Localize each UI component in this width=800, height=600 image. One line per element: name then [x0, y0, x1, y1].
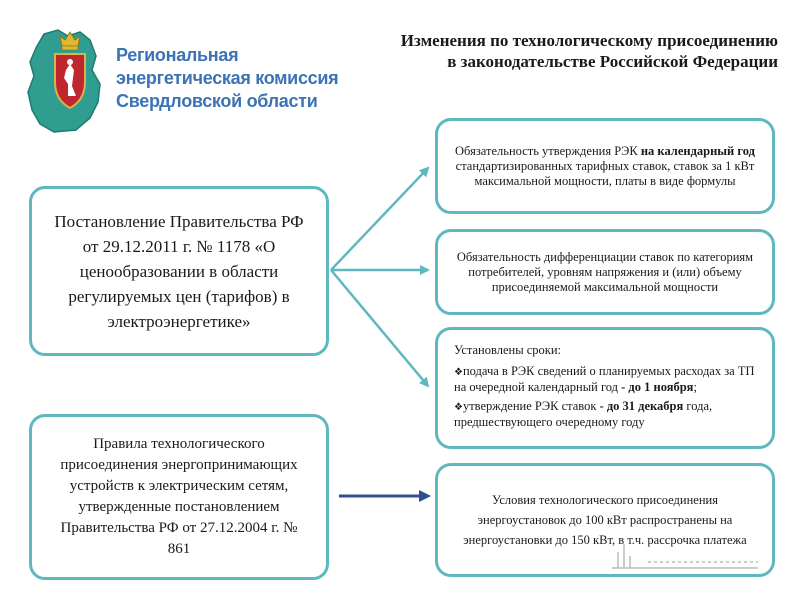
- org-line-1: Региональная: [116, 45, 239, 65]
- org-line-2: энергетическая комиссия: [116, 68, 339, 88]
- deadline-item-1-pre: подача в РЭК сведений о планируемых расх…: [454, 363, 755, 394]
- deadline-item-1: ❖подача в РЭК сведений о планируемых рас…: [454, 364, 756, 395]
- deadlines-box: Установлены сроки: ❖подача в РЭК сведени…: [435, 327, 775, 449]
- tariff-approval-text: Обязательность утверждения РЭК на календ…: [454, 144, 756, 189]
- deadline-item-1-post: ;: [693, 379, 697, 394]
- deadline-item-2-pre: утверждение РЭК ставок: [462, 398, 600, 413]
- chart-watermark-icon: [612, 544, 758, 569]
- deadline-item-2: ❖утверждение РЭК ставок - до 31 декабря …: [454, 399, 756, 430]
- deadline-item-1-bold: - до 1 ноября: [621, 379, 694, 394]
- org-line-3: Свердловской области: [116, 91, 318, 111]
- tariff-approval-post: стандартизированных тарифных ставок, ста…: [455, 158, 755, 188]
- arrow-to-box-3: [330, 269, 430, 388]
- region-logo-icon: [27, 29, 101, 133]
- diamond-bullet-icon: ❖: [454, 366, 463, 378]
- arrow-to-box-1: [330, 166, 430, 271]
- organization-name: Региональная энергетическая комиссия Све…: [116, 44, 339, 113]
- page-title: Изменения по технологическому присоедине…: [401, 30, 778, 72]
- rate-differentiation-text: Обязательность дифференциации ставок по …: [456, 249, 754, 294]
- deadline-item-2-bold: - до 31 декабря: [599, 398, 684, 413]
- connection-conditions-box: Условия технологического присоединения э…: [435, 463, 775, 577]
- tariff-approval-pre: Обязательность утверждения РЭК: [455, 143, 641, 158]
- title-line-1: Изменения по технологическому присоедине…: [400, 31, 778, 50]
- title-line-2: в законодательстве Российской Федерации: [447, 52, 778, 71]
- diamond-bullet-icon: ❖: [454, 401, 463, 413]
- decree-1178-box: Постановление Правительства РФ от 29.12.…: [29, 186, 329, 356]
- tariff-approval-bold: на календарный год: [640, 143, 755, 158]
- deadline-item-2-post: года, предшествующего очередному году: [454, 398, 713, 429]
- tariff-approval-box: Обязательность утверждения РЭК на календ…: [435, 118, 775, 214]
- rate-differentiation-box: Обязательность дифференциации ставок по …: [435, 229, 775, 315]
- rules-861-box: Правила технологического присоединения э…: [29, 414, 329, 580]
- deadlines-heading: Установлены сроки:: [454, 342, 562, 357]
- connection-conditions-text: Условия технологического присоединения э…: [463, 493, 747, 547]
- rules-861-text: Правила технологического присоединения э…: [60, 436, 298, 557]
- decree-1178-text: Постановление Правительства РФ от 29.12.…: [54, 211, 304, 331]
